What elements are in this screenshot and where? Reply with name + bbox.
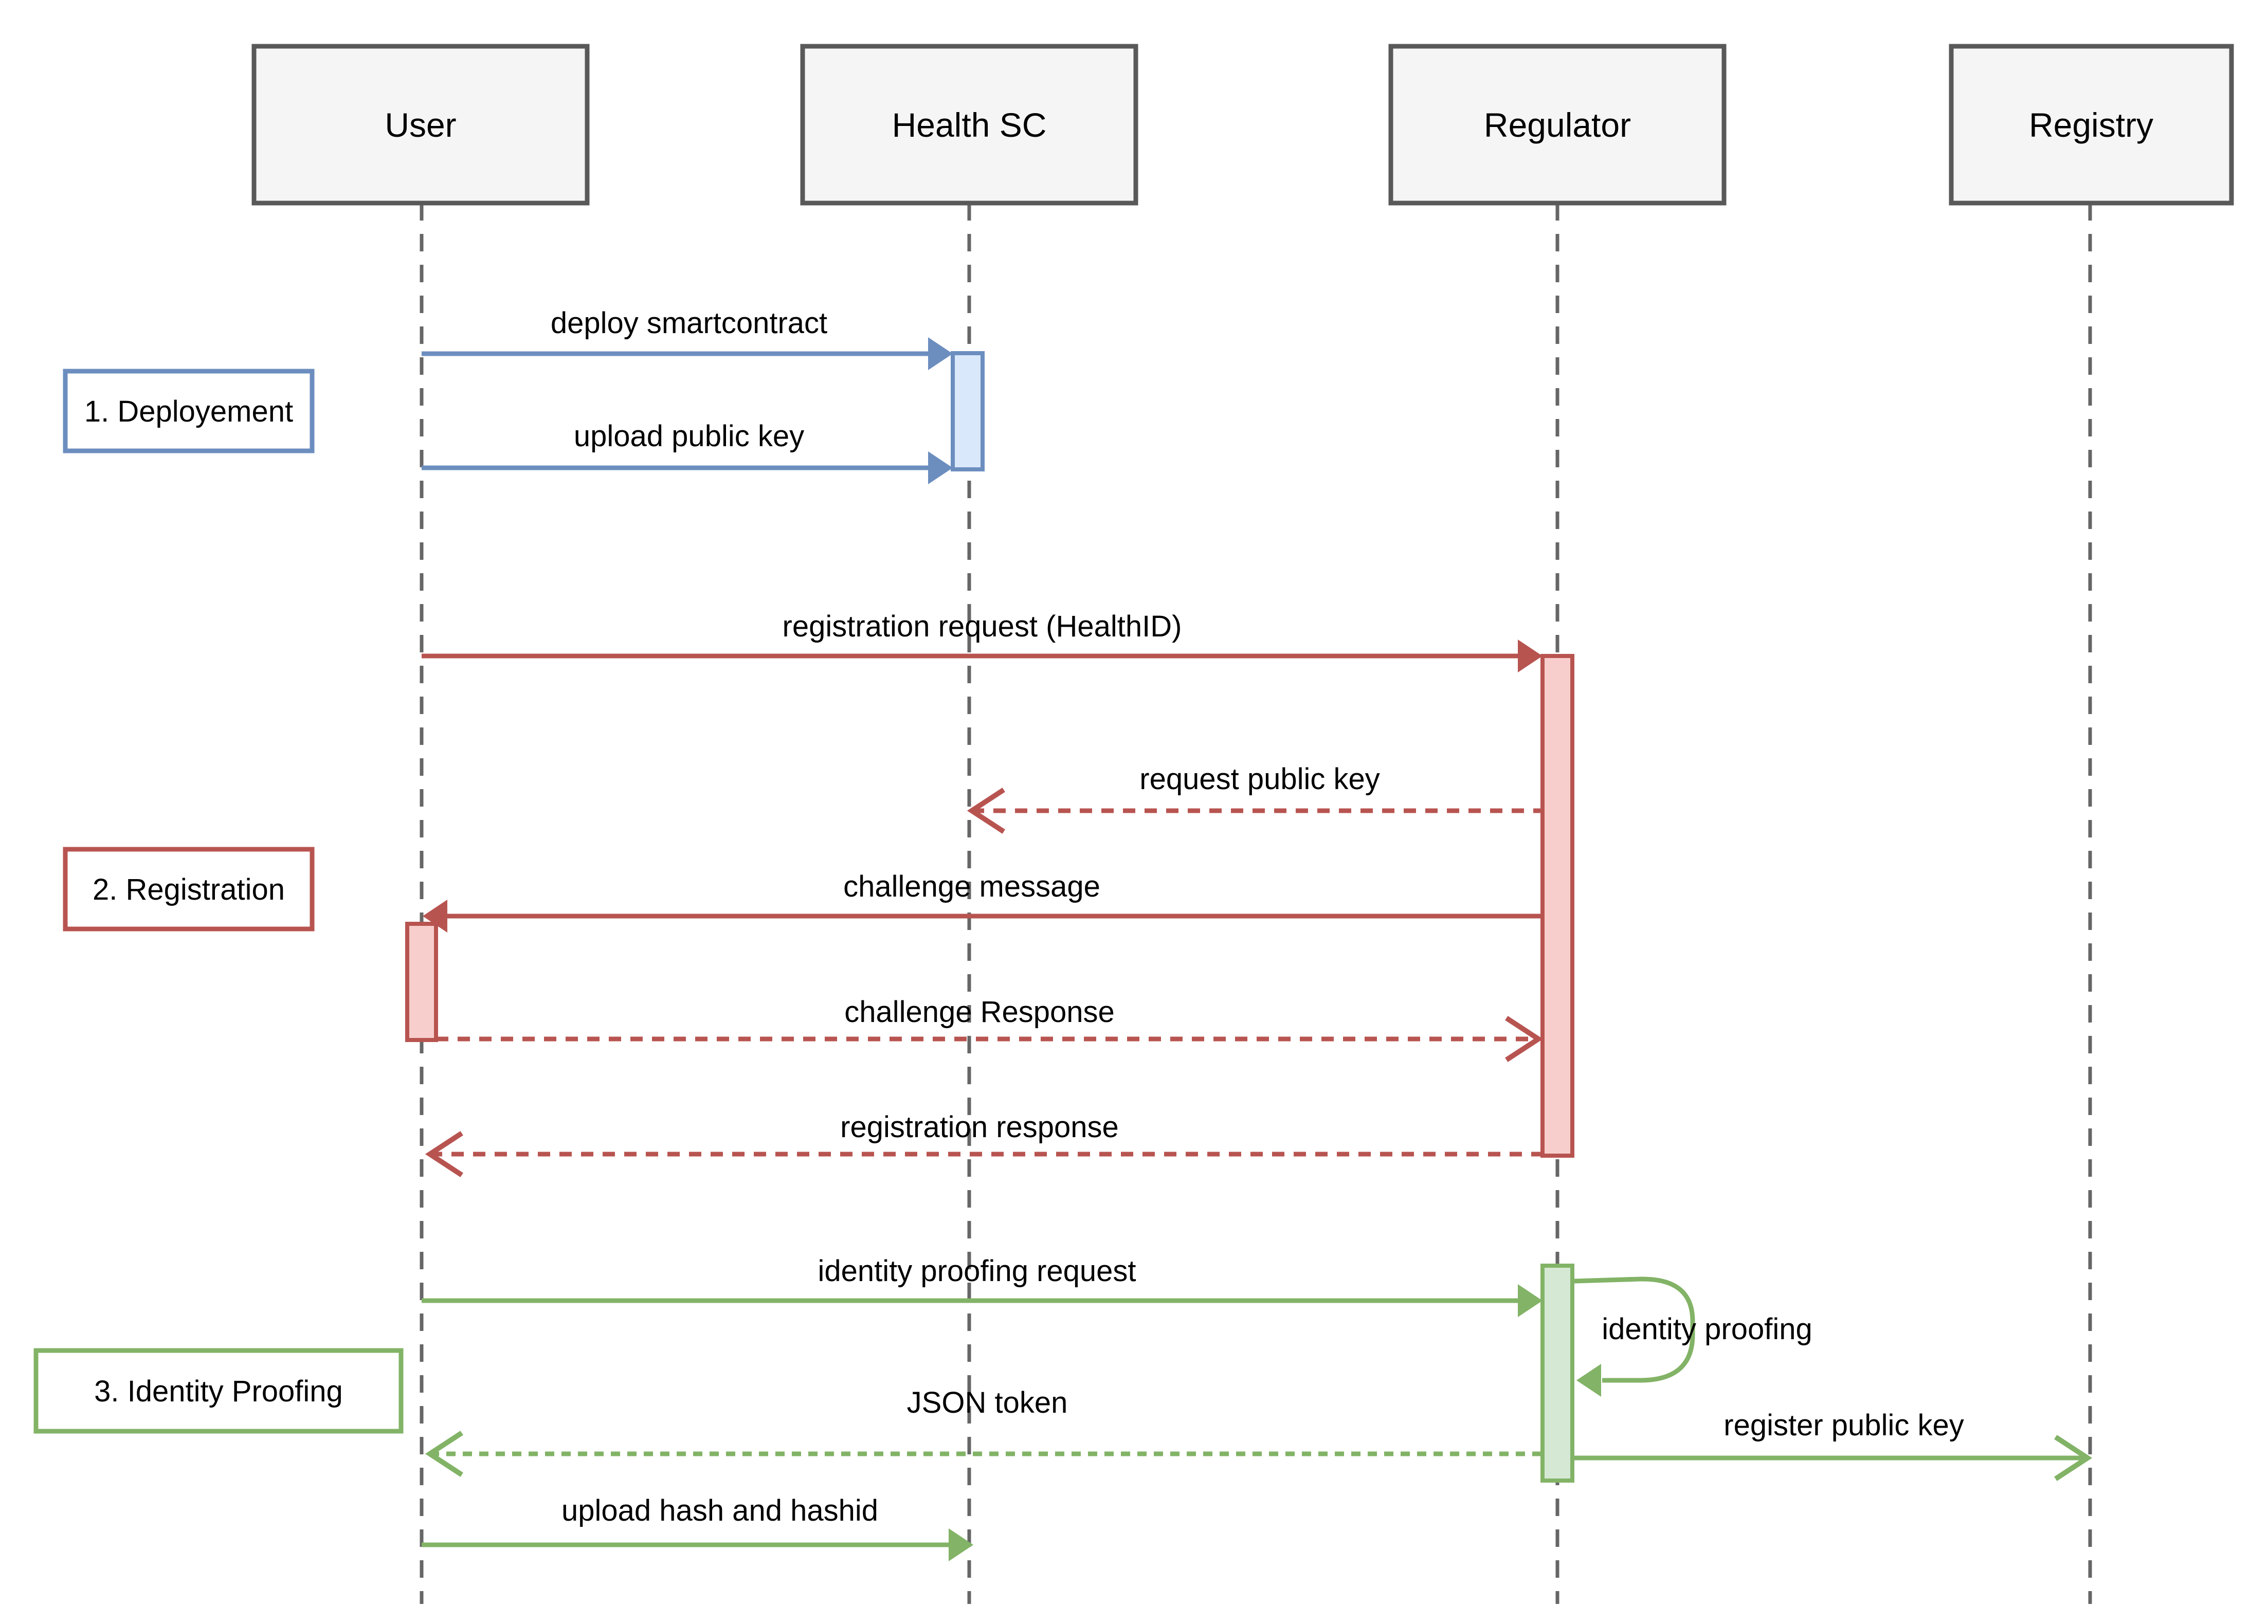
actor-label-user: User — [385, 106, 456, 144]
actor-health-sc: Health SC — [800, 44, 1138, 206]
message-label-challenge-message: challenge message — [843, 870, 1100, 903]
message-upload-hash-and-hashid: upload hash and hashid — [422, 1494, 973, 1561]
message-label-challenge-response: challenge Response — [844, 995, 1115, 1029]
message-label-identity-proofing-request: identity proofing request — [818, 1254, 1136, 1288]
message-line-identity-proofing — [1574, 1276, 1695, 1383]
phase-deployment: 1. Deployement — [63, 369, 315, 453]
arrowhead-filled-icon — [1576, 1364, 1601, 1397]
arrowhead-filled-icon — [928, 337, 953, 370]
actor-user: User — [251, 44, 590, 206]
message-label-json-token: JSON token — [907, 1386, 1068, 1419]
message-label-registration-request: registration request (HealthID) — [783, 610, 1182, 643]
arrowhead-filled-icon — [1518, 1284, 1543, 1317]
message-identity-proofing-self-loop: identity proofing — [1574, 1276, 1812, 1397]
arrowhead-filled-icon — [423, 900, 447, 933]
message-challenge-response: challenge Response — [436, 995, 1544, 1062]
phase-box-registration — [63, 847, 315, 932]
message-label-registration-response: registration response — [840, 1110, 1119, 1144]
phase-label-identity-proofing: 3. Identity Proofing — [94, 1375, 343, 1408]
phase-label-registration: 2. Registration — [93, 873, 285, 906]
actor-label-regulator: Regulator — [1484, 106, 1631, 144]
message-label-upload-hash-and-hashid: upload hash and hashid — [561, 1494, 878, 1527]
phase-label-deployment: 1. Deployement — [84, 395, 293, 428]
actor-box-user — [251, 44, 590, 206]
message-challenge-message: challenge message — [423, 870, 1543, 933]
arrowhead-open-icon — [2054, 1435, 2093, 1481]
message-label-register-public-key: register public key — [1723, 1409, 1964, 1442]
message-deploy-smartcontract: deploy smartcontract — [422, 306, 953, 370]
message-request-public-key: request public key — [967, 762, 1543, 834]
actor-box-registry — [1949, 44, 2234, 206]
arrowhead-open-icon — [425, 1131, 463, 1177]
message-upload-public-key: upload public key — [422, 419, 953, 484]
message-identity-proofing-request: identity proofing request — [422, 1254, 1543, 1317]
message-register-public-key: register public key — [1572, 1409, 2093, 1481]
arrowhead-filled-icon — [928, 451, 953, 484]
arrowhead-filled-icon — [1518, 640, 1543, 672]
message-registration-response: registration response — [425, 1110, 1543, 1177]
message-label-request-public-key: request public key — [1139, 762, 1380, 796]
arrowhead-open-icon — [425, 1431, 463, 1477]
actor-label-health-sc: Health SC — [892, 106, 1047, 144]
message-json-token: JSON token — [425, 1386, 1543, 1477]
actor-box-regulator — [1388, 44, 1727, 206]
actor-label-registry: Registry — [2029, 106, 2153, 144]
message-label-upload-public-key: upload public key — [574, 419, 804, 453]
actor-box-health-sc — [800, 44, 1138, 206]
activation-bar-health-sc-blue — [951, 351, 985, 471]
activation-bar-user-red — [405, 922, 438, 1042]
activation-bar-regulator-green — [1540, 1264, 1574, 1483]
arrowhead-open-icon — [1505, 1016, 1544, 1062]
message-label-identity-proofing: identity proofing — [1602, 1312, 1812, 1346]
phase-box-deployment — [63, 369, 315, 453]
activation-bar-regulator-red — [1540, 654, 1574, 1158]
message-label-deploy-smartcontract: deploy smartcontract — [551, 306, 827, 340]
actor-regulator: Regulator — [1388, 44, 1727, 206]
arrowhead-open-icon — [967, 788, 1005, 834]
phase-registration: 2. Registration — [63, 847, 315, 932]
arrowhead-filled-icon — [949, 1528, 973, 1561]
message-registration-request: registration request (HealthID) — [422, 610, 1543, 672]
phase-identity-proofing: 3. Identity Proofing — [33, 1348, 404, 1434]
phase-box-identity-proofing — [33, 1348, 404, 1434]
actor-registry: Registry — [1949, 44, 2234, 206]
